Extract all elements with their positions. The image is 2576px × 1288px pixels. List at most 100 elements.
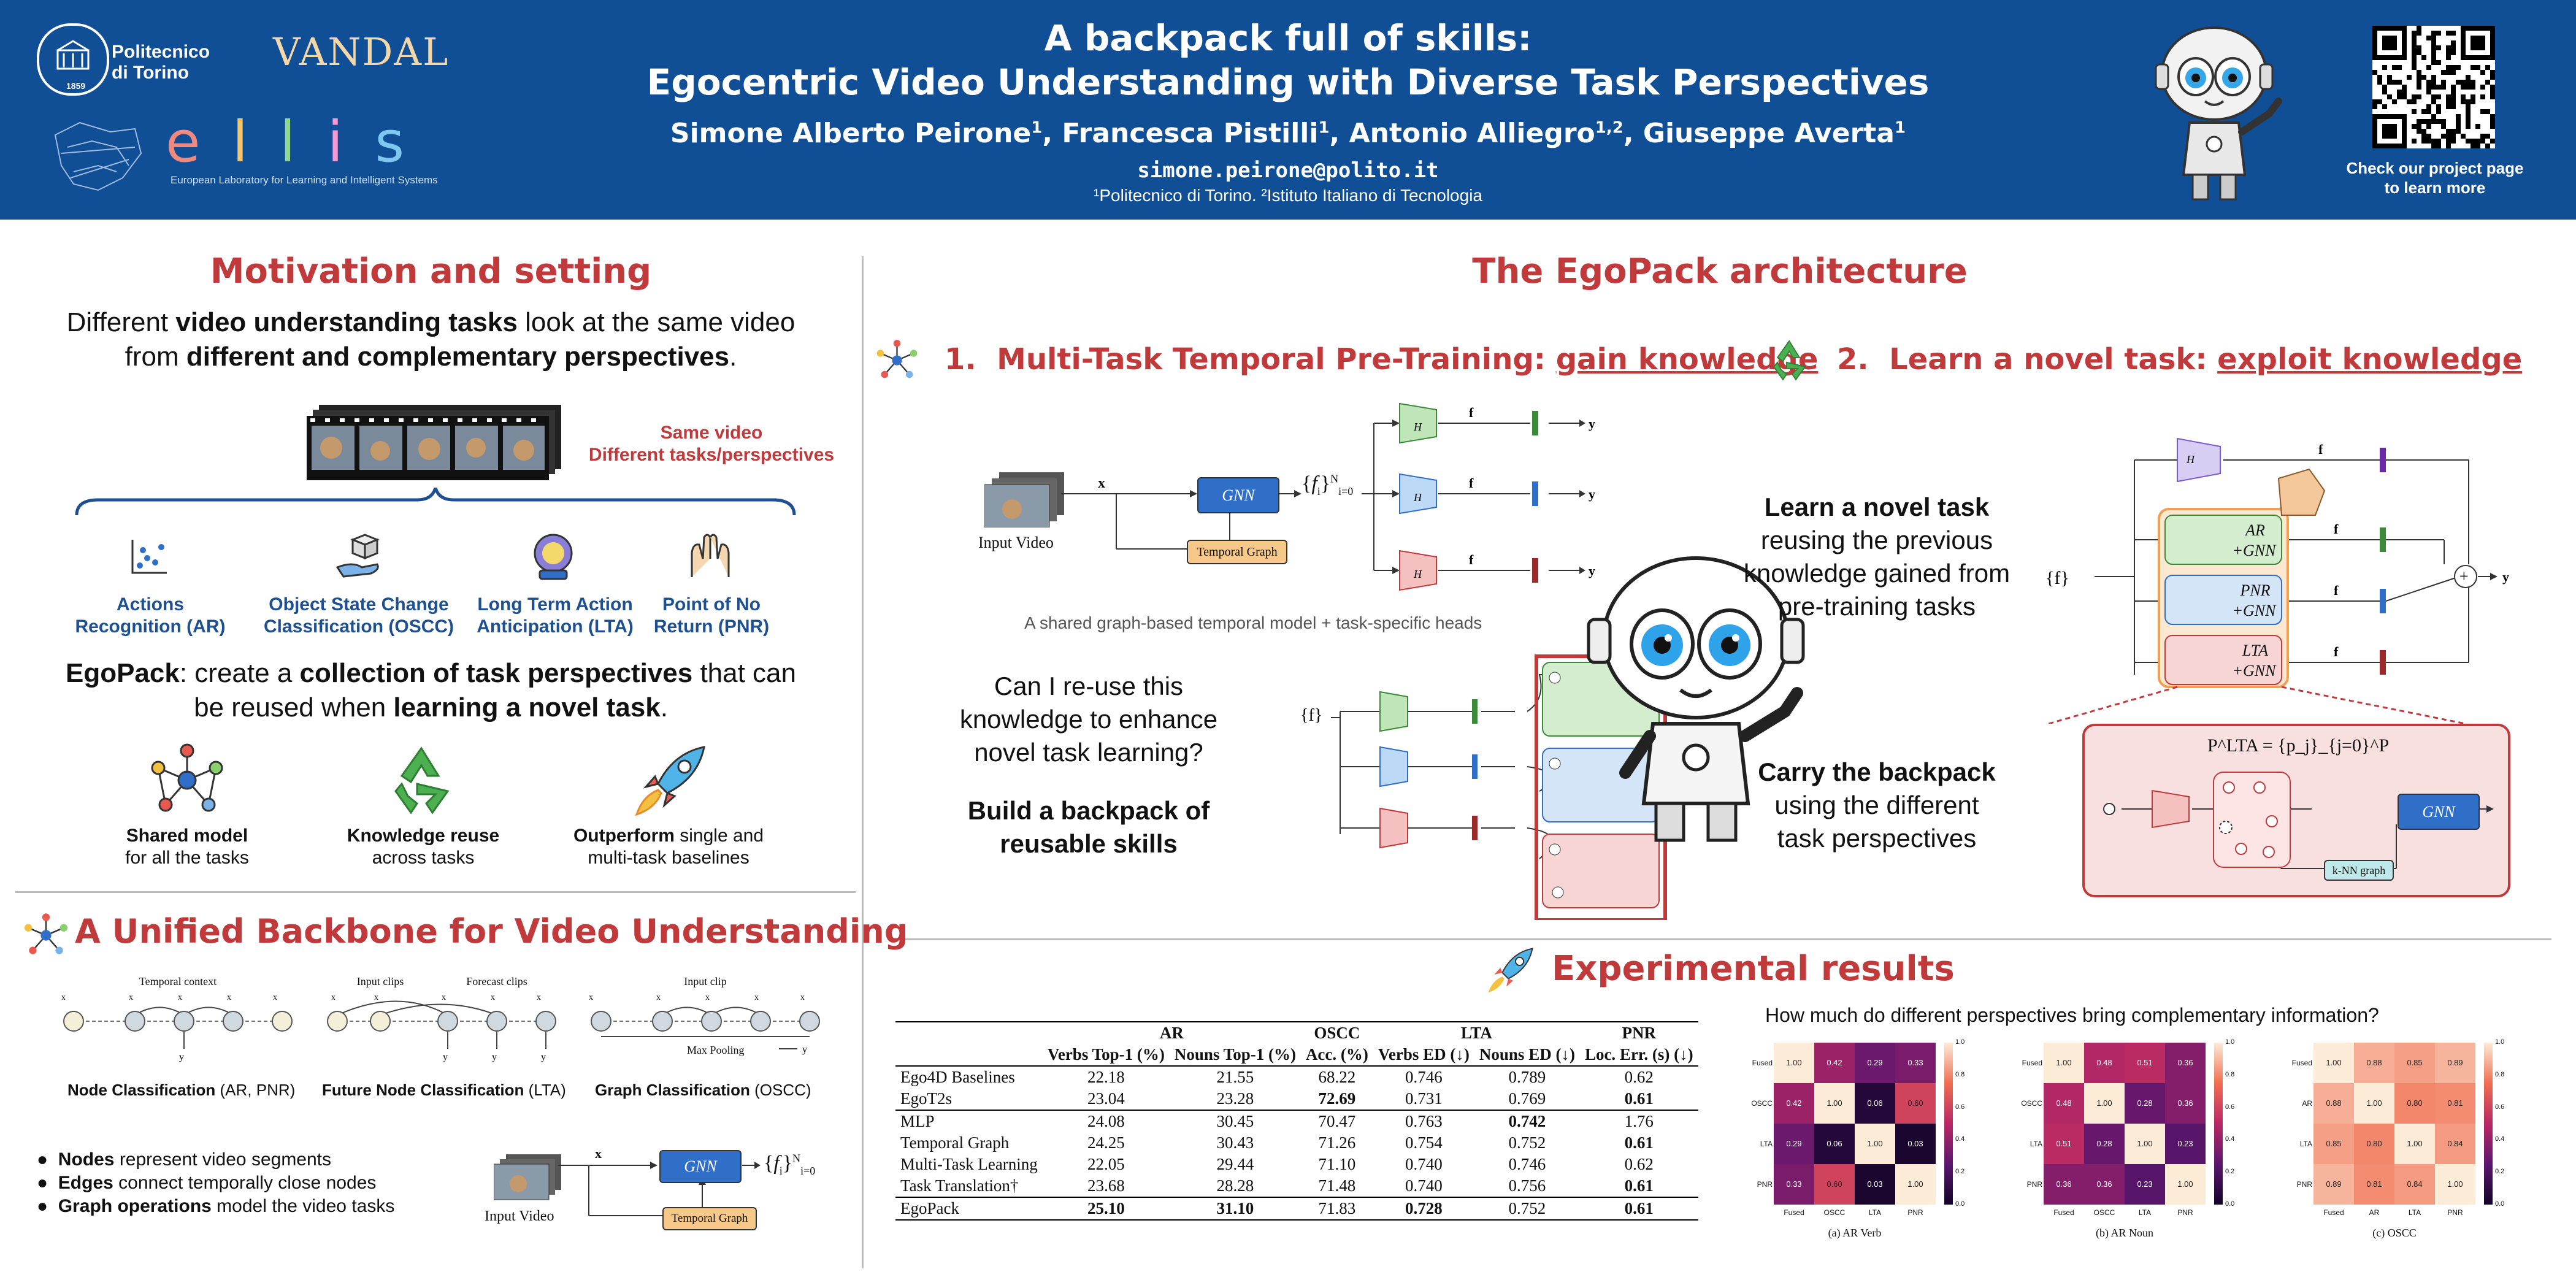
method-name: MLP bbox=[900, 1112, 935, 1130]
heatmap-cell: 0.06 bbox=[1814, 1124, 1855, 1164]
metric-cell: 0.752 bbox=[1508, 1199, 1546, 1217]
heatmap-cell: 0.42 bbox=[1814, 1043, 1855, 1083]
affiliations: ¹Politecnico di Torino. ²Istituto Italia… bbox=[1094, 186, 1482, 205]
heatmap-col-label: Fused bbox=[2053, 1208, 2074, 1217]
method-name: EgoT2s bbox=[900, 1089, 952, 1108]
heatmap-cell: 0.03 bbox=[1855, 1164, 1895, 1205]
heatmap-cell: 0.29 bbox=[1855, 1043, 1895, 1083]
heatmap-cell: 0.36 bbox=[2165, 1083, 2206, 1124]
pretrain-input-video-label: Input Video bbox=[978, 534, 1054, 551]
heatmap-caption: (b) AR Noun bbox=[2096, 1227, 2153, 1239]
heatmap-colorbar bbox=[1944, 1043, 1953, 1205]
node-classification-caption: Node Classification (AR, PNR) bbox=[67, 1081, 295, 1100]
question-line1: Can I re-use this bbox=[994, 672, 1184, 700]
diagram2-top-label1: Input clips bbox=[356, 975, 404, 987]
cap1-bold: Node Classification bbox=[67, 1081, 216, 1099]
metric-cell: 0.728 bbox=[1405, 1199, 1443, 1217]
intro-text-4: . bbox=[729, 342, 737, 372]
heatmap-cell: 0.81 bbox=[2354, 1164, 2394, 1205]
task-lta-line2: Anticipation (LTA) bbox=[477, 616, 634, 637]
svg-text:y: y bbox=[1589, 416, 1595, 431]
task-lta-line1: Long Term Action bbox=[477, 594, 633, 615]
svg-text:H: H bbox=[1413, 421, 1422, 433]
author-name: Francesca Pistilli bbox=[1062, 118, 1319, 149]
colorbar-tick: 0.0 bbox=[2495, 1200, 2505, 1208]
learn-novel-task-text: Learn a novel task reusing the previous … bbox=[1705, 491, 2049, 623]
heatmap-cell: 0.36 bbox=[2084, 1164, 2125, 1205]
colorbar-tick: 1.0 bbox=[1955, 1038, 1965, 1046]
intro-bold-1: video understanding tasks bbox=[175, 307, 518, 337]
heatmap-cell: 0.03 bbox=[1895, 1124, 1936, 1164]
svg-text:y: y bbox=[492, 1052, 497, 1062]
heatmap-cell: 1.00 bbox=[2125, 1124, 2165, 1164]
metric-cell: 23.28 bbox=[1216, 1089, 1254, 1108]
colorbar-tick: 0.6 bbox=[1955, 1103, 1965, 1111]
svg-text:y: y bbox=[2502, 569, 2509, 585]
heatmap-cell: 0.42 bbox=[1774, 1083, 1814, 1124]
novel-ar-gnn-label: +GNN bbox=[2232, 542, 2276, 559]
heatmap-row-label: Fused bbox=[1752, 1059, 1773, 1067]
heatmap-cell: 1.00 bbox=[2165, 1164, 2206, 1205]
col-header: Nouns Top-1 (%) bbox=[1174, 1045, 1296, 1064]
method-name: Temporal Graph bbox=[900, 1133, 1010, 1152]
heatmap-row-label: OSCC bbox=[2021, 1099, 2042, 1108]
metric-cell: 72.69 bbox=[1318, 1089, 1356, 1108]
colorbar-tick: 0.2 bbox=[1955, 1168, 1965, 1176]
svg-text:H: H bbox=[2186, 453, 2195, 466]
novel-pnr-gnn-label: +GNN bbox=[2232, 602, 2276, 619]
reuse-question: Can I re-use this knowledge to enhance n… bbox=[908, 670, 1270, 769]
colorbar-tick: 0.6 bbox=[2225, 1103, 2235, 1111]
build-line1: Build a backpack of bbox=[967, 796, 1210, 825]
contact-email[interactable]: simone.peirone@polito.it bbox=[1137, 158, 1439, 183]
metric-cell: 71.83 bbox=[1318, 1199, 1356, 1217]
question-line2: knowledge to enhance bbox=[959, 705, 1218, 734]
heatmap-cell: 0.33 bbox=[1774, 1164, 1814, 1205]
crystal-ball-icon bbox=[529, 531, 578, 581]
diagram1-top-label: Temporal context bbox=[139, 975, 217, 987]
egopack-bold-2: collection of task perspectives bbox=[299, 658, 693, 688]
egopack-summary: EgoPack: create a collection of task per… bbox=[0, 656, 862, 725]
heatmap-cell: 1.00 bbox=[1895, 1164, 1936, 1205]
colorbar-tick: 0.8 bbox=[2495, 1070, 2505, 1078]
question-line3: novel task learning? bbox=[974, 738, 1203, 767]
build-backpack: Build a backpack of reusable skills bbox=[908, 794, 1270, 861]
metric-cell: 29.44 bbox=[1216, 1155, 1254, 1173]
heatmap-caption: (a) AR Verb bbox=[1828, 1227, 1882, 1239]
bullet-graph-bold: Graph operations bbox=[58, 1196, 212, 1216]
heatmap-cell: 0.48 bbox=[2044, 1083, 2084, 1124]
carry-line2: task perspectives bbox=[1777, 824, 1977, 853]
video-frames-icon bbox=[493, 1154, 561, 1200]
learn-bold: Learn a novel task bbox=[1764, 493, 1990, 521]
step2-recycle-icon bbox=[1766, 337, 1812, 383]
heatmap-cell: 0.51 bbox=[2125, 1043, 2165, 1083]
heatmap-col-label: OSCC bbox=[1823, 1208, 1846, 1217]
egopack-text-3: be reused when bbox=[194, 692, 394, 723]
heatmap-question: How much do different perspectives bring… bbox=[1765, 1004, 2379, 1026]
ellis-subtitle: European Laboratory for Learning and Int… bbox=[171, 174, 438, 186]
heatmap-cell: 1.00 bbox=[2313, 1043, 2354, 1083]
svg-text:f: f bbox=[2318, 442, 2323, 457]
backbone-x-label: x bbox=[595, 1146, 602, 1161]
task-oscc-line1: Object State Change bbox=[269, 594, 449, 615]
heatmap-cell: 0.81 bbox=[2435, 1083, 2475, 1124]
metric-cell: 23.68 bbox=[1087, 1176, 1125, 1195]
backbone-network-icon bbox=[21, 911, 71, 960]
qr-code-icon[interactable] bbox=[2372, 26, 2495, 148]
group-header-pnr: PNR bbox=[1622, 1024, 1657, 1042]
heatmap-cell: 0.23 bbox=[2125, 1164, 2165, 1205]
heatmap-cell: 1.00 bbox=[2044, 1043, 2084, 1083]
svg-text:x: x bbox=[331, 993, 335, 1002]
metric-cell: 0.740 bbox=[1405, 1176, 1443, 1195]
metric-cell: 30.43 bbox=[1216, 1133, 1254, 1152]
heatmap-row-label: PNR bbox=[2296, 1180, 2312, 1189]
col-header: Loc. Err. (s) (↓) bbox=[1584, 1045, 1693, 1064]
metric-cell: 0.62 bbox=[1624, 1155, 1654, 1173]
heatmap-row-label: LTA bbox=[2299, 1140, 2312, 1148]
author-affiliation: 1 bbox=[1031, 118, 1043, 137]
colorbar-tick: 1.0 bbox=[2225, 1038, 2235, 1046]
heatmap-row-label: LTA bbox=[2030, 1140, 2042, 1148]
